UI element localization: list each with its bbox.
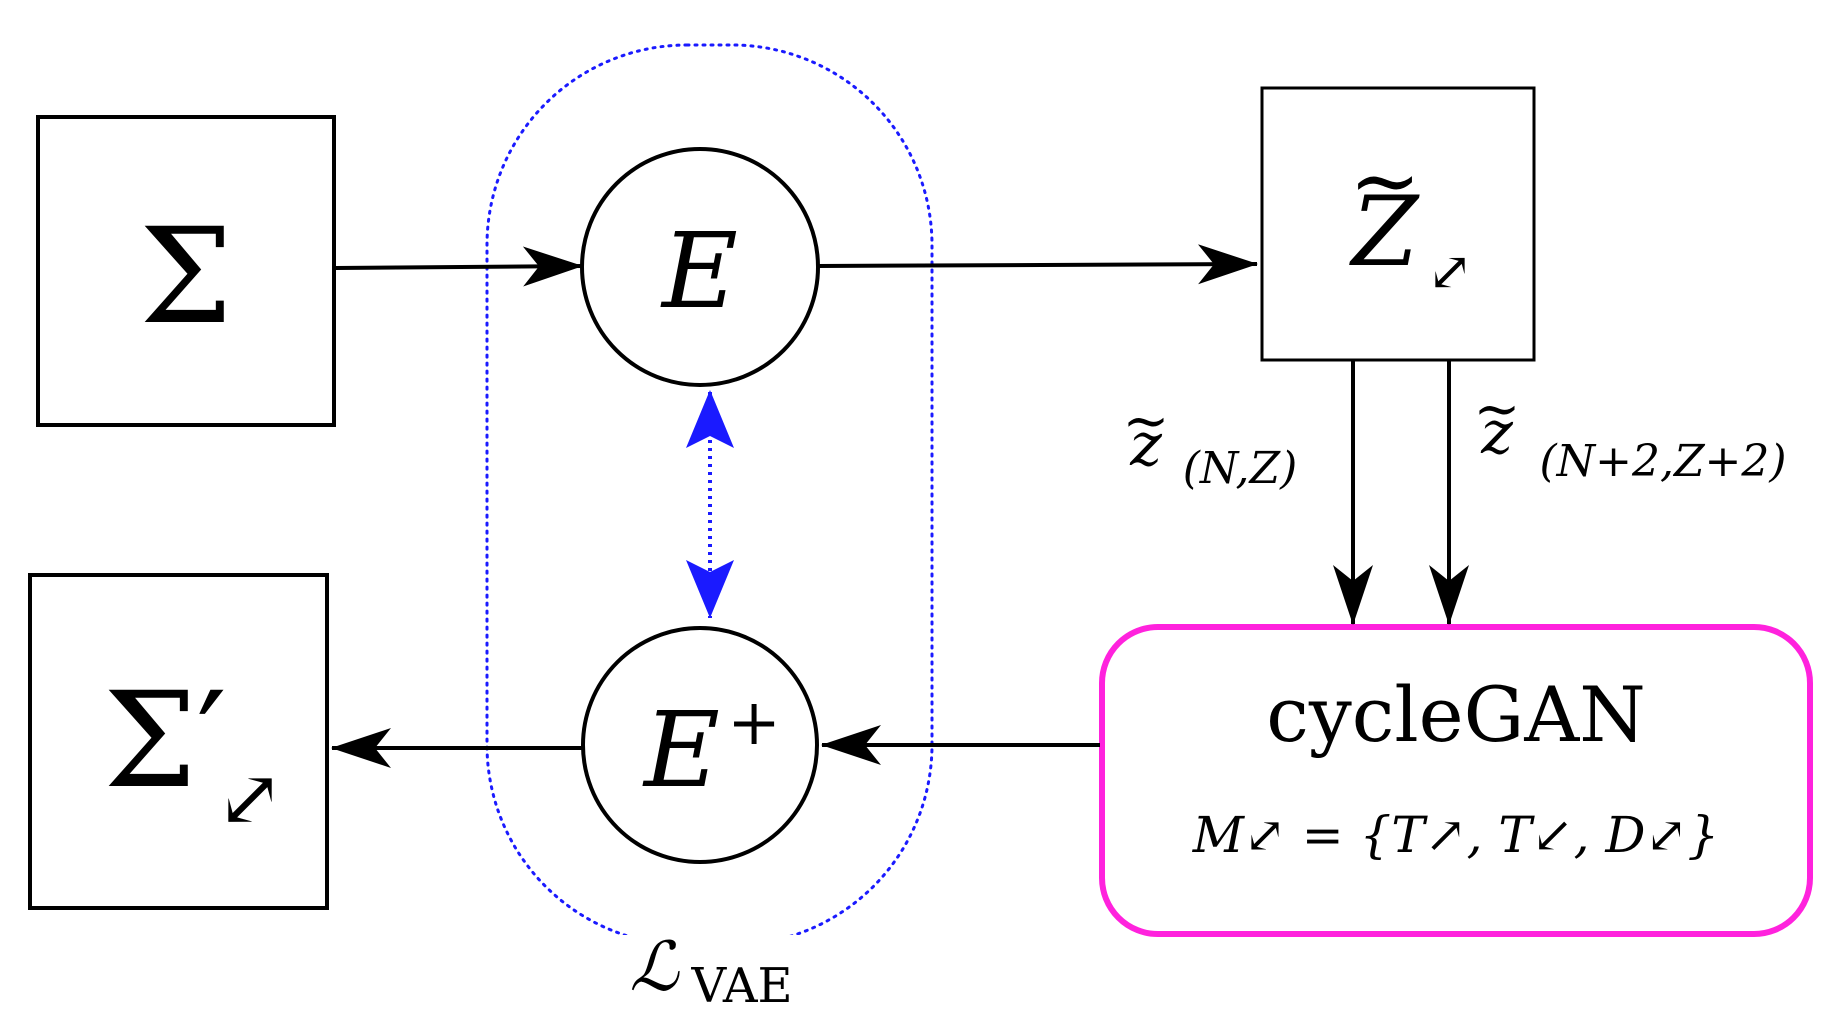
decoder-node: E +: [581, 626, 819, 864]
edge-encoder-to-latent: [817, 244, 1258, 285]
decoder-superscript: +: [727, 686, 781, 760]
latent-label: Z: [1349, 176, 1421, 288]
sigma-output-subscript: ⤢: [216, 752, 283, 845]
latent-tilde: ~: [1349, 131, 1421, 231]
edge-sigma-to-encoder: [335, 246, 583, 287]
encoder-label: E: [660, 210, 738, 332]
edge-label-z-nz-subscript: (N,Z): [1183, 443, 1298, 494]
vae-loss-subscript: VAE: [690, 958, 792, 1014]
decoder-label: E: [642, 689, 720, 811]
latent-subscript: ⤢: [1427, 240, 1472, 303]
sigma-input-label: Σ: [139, 200, 232, 354]
cyclegan-node: cycleGAN M⤢ = {T↗, T↙, D⤢}: [1099, 624, 1813, 937]
cyclegan-title: cycleGAN: [1266, 670, 1645, 759]
vae-loss-symbol: ℒ: [630, 928, 681, 1007]
edge-encoder-decoder-link: [686, 390, 734, 618]
edge-label-z-nz-symbol: z: [1129, 410, 1162, 480]
sigma-input-node: Σ: [36, 115, 336, 427]
sigma-output-label: Σ′: [103, 664, 226, 818]
edge-label-z-n2z2-tilde: ~: [1474, 377, 1521, 442]
vae-region: [485, 43, 934, 947]
vae-loss-label: ℒ VAE: [612, 928, 812, 1015]
latent-node: ~ Z ⤢: [1260, 86, 1536, 362]
cyclegan-formula: M⤢ = {T↗, T↙, D⤢}: [1192, 806, 1719, 864]
encoder-node: E: [580, 147, 820, 387]
edge-label-z-n2z2-symbol: z: [1480, 398, 1513, 468]
edge-label-z-n2z2-subscript: (N+2,Z+2): [1539, 436, 1786, 487]
sigma-output-node: Σ′ ⤢: [28, 573, 329, 910]
edge-label-z-n2z2: ~ z (N+2,Z+2): [1474, 377, 1787, 487]
edge-label-z-nz: ~ z (N,Z): [1123, 389, 1298, 494]
edge-label-z-nz-tilde: ~: [1123, 389, 1170, 454]
